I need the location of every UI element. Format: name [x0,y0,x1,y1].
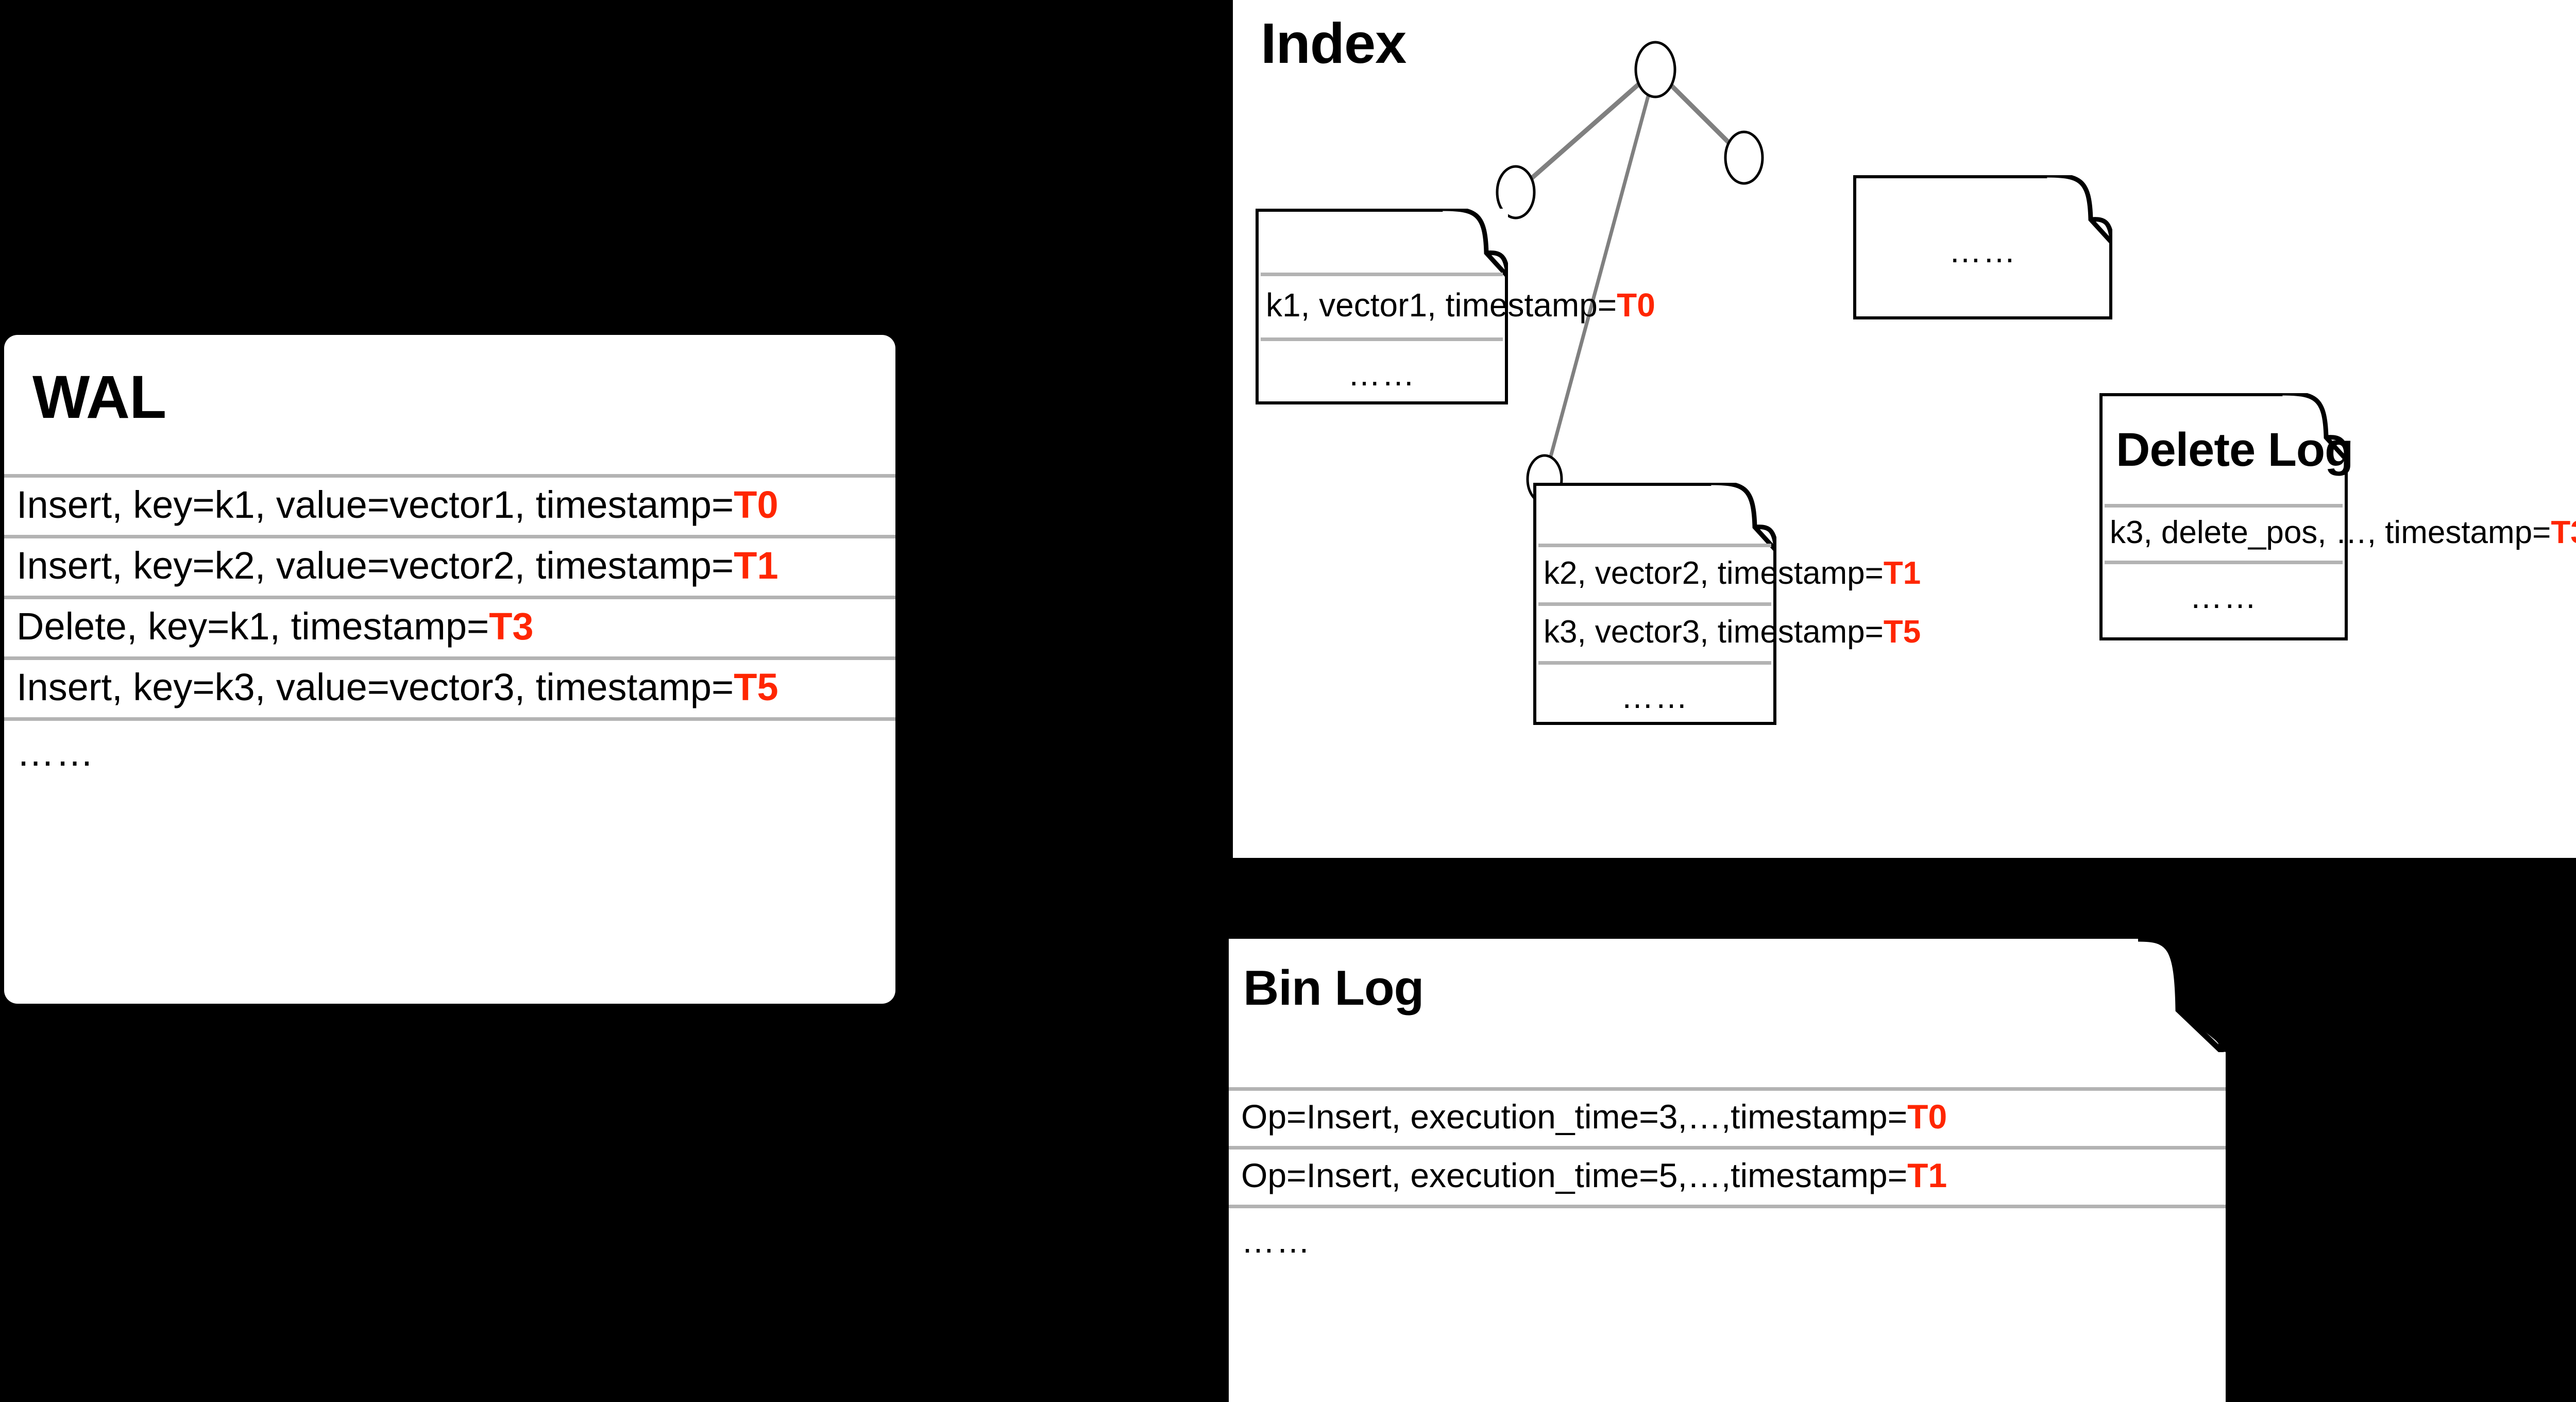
page-fold-icon [2040,939,2226,1052]
page-fold-icon [1708,483,1776,551]
wal-divider [4,596,895,599]
index-leaf-divider [1538,544,1771,547]
delete-log-divider [2105,561,2343,564]
wal-row-timestamp: T0 [734,483,778,526]
index-leaf-more-ellipsis: …… [1348,356,1416,393]
wal-row: Insert, key=k1, value=vector1, timestamp… [4,474,895,535]
index-title: Index [1261,12,1406,75]
index-node-right [1724,130,1764,185]
bin-log-panel: Bin Log Op=Insert, execution_time=3,…,ti… [1229,939,2226,1402]
wal-divider [4,717,895,721]
bin-log-row-text: Op=Insert, execution_time=5,…,timestamp= [1241,1156,1908,1194]
delete-log-row-text: k3, delete_pos, …, timestamp= [2110,514,2551,550]
index-node-root [1634,41,1676,98]
bin-log-row-timestamp: T1 [1907,1156,1947,1194]
delete-log-row: k3, delete_pos, …, timestamp=T3 [2103,504,2576,561]
wal-title: WAL [32,363,166,431]
bin-log-more-ellipsis: …… [1241,1222,1311,1260]
bin-log-divider [1229,1205,2226,1208]
bin-log-divider [1229,1087,2226,1091]
index-leaf-row-text: k3, vector3, timestamp= [1544,614,1884,650]
delete-log-row-timestamp: T3 [2551,514,2576,550]
wal-row-text: Delete, key=k1, timestamp= [16,604,489,648]
wal-row-text: Insert, key=k1, value=vector1, timestamp… [16,483,734,526]
index-leaf-row-text: k2, vector2, timestamp= [1544,555,1884,591]
wal-more-ellipsis: …… [16,731,95,774]
delete-log-divider [2105,504,2343,508]
index-leaf-row-timestamp: T1 [1883,555,1921,591]
index-leaf-row-text: k1, vector1, timestamp= [1266,286,1617,324]
wal-row: Insert, key=k2, value=vector2, timestamp… [4,535,895,596]
index-leaf-row-timestamp: T5 [1883,614,1921,650]
index-leaf-divider [1261,337,1503,341]
delete-log-document: Delete Log k3, delete_pos, …, timestamp=… [2099,393,2576,640]
wal-row: Delete, key=k1, timestamp=T3 [4,596,895,656]
index-leaf-row: k1, vector1, timestamp=T0 [1259,273,1655,337]
bin-log-row-timestamp: T0 [1907,1097,1947,1136]
delete-log-title: Delete Log [2116,424,2353,476]
bin-log-row: Op=Insert, execution_time=3,…,timestamp=… [1229,1087,2226,1146]
wal-divider [4,474,895,478]
wal-row: Insert, key=k3, value=vector3, timestamp… [4,656,895,717]
wal-row-timestamp: T1 [734,544,778,587]
index-leaf-row-timestamp: T0 [1617,286,1655,324]
wal-divider [4,656,895,660]
index-leaf-more-ellipsis: …… [1948,232,2017,269]
bin-log-divider [1229,1146,2226,1150]
index-leaf-mid-document: k2, vector2, timestamp=T1 k3, vector3, t… [1533,483,1921,725]
wal-panel: WAL Insert, key=k1, value=vector1, times… [4,335,895,1004]
index-leaf-divider [1261,273,1503,276]
index-leaf-more-ellipsis: …… [1621,678,1689,715]
wal-row-text: Insert, key=k2, value=vector2, timestamp… [16,544,734,587]
index-leaf-left-document: k1, vector1, timestamp=T0 …… [1256,209,1655,404]
bin-log-title: Bin Log [1243,960,1424,1016]
index-leaf-row: k2, vector2, timestamp=T1 [1536,544,1921,602]
index-leaf-divider [1538,602,1771,606]
index-leaf-row: k3, vector3, timestamp=T5 [1536,602,1921,661]
delete-log-more-ellipsis: …… [2190,578,2258,615]
bin-log-row: Op=Insert, execution_time=5,…,timestamp=… [1229,1146,2226,1205]
index-panel: Index k1, vector1, timestamp=T0 …… [1233,0,2576,858]
wal-divider [4,535,895,538]
index-leaf-right-document: …… [1853,175,2112,319]
index-leaf-divider [1538,661,1771,665]
index-tree [1496,41,1764,504]
page-fold-icon [1440,209,1508,277]
wal-row-text: Insert, key=k3, value=vector3, timestamp… [16,665,734,708]
bin-log-row-text: Op=Insert, execution_time=3,…,timestamp= [1241,1097,1908,1136]
wal-row-timestamp: T3 [489,604,534,648]
wal-row-timestamp: T5 [734,665,778,708]
